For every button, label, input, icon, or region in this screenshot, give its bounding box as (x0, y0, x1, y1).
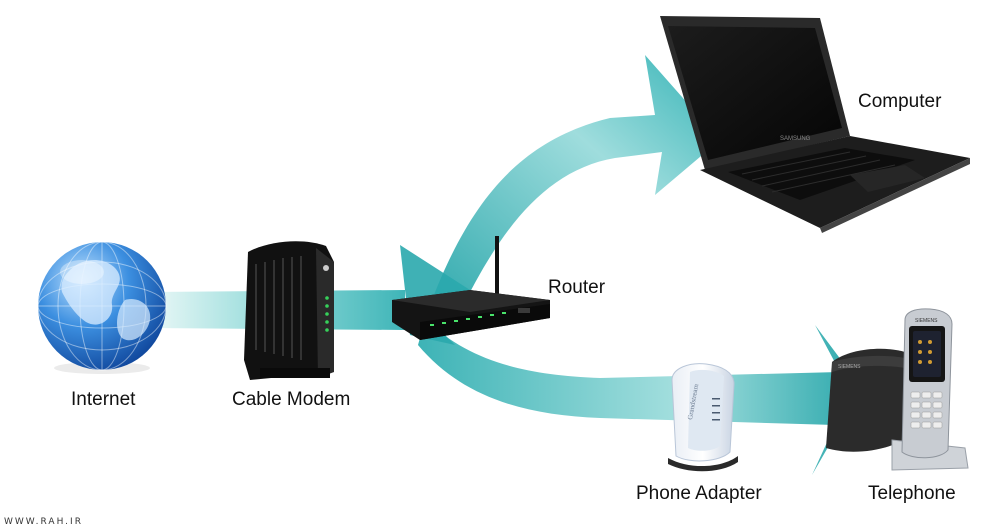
label-internet: Internet (71, 389, 136, 410)
telephone-base-brand: SIEMENS (838, 364, 861, 370)
connection-router-computer (430, 55, 720, 312)
label-phone-adapter: Phone Adapter (636, 483, 762, 504)
cordless-phone-icon: SIEMENS SIEMENS (826, 308, 969, 471)
handset-brand: SIEMENS (915, 318, 938, 324)
cable-modem-icon (244, 241, 334, 380)
label-computer: Computer (858, 91, 942, 112)
connection-router-telephone (418, 320, 862, 475)
laptop-brand: SAMSUNG (780, 136, 811, 142)
laptop-icon: SAMSUNG (660, 16, 970, 233)
router-icon (392, 236, 550, 340)
label-telephone: Telephone (868, 483, 956, 504)
label-cable-modem: Cable Modem (232, 389, 351, 410)
globe-icon (37, 241, 167, 374)
phone-adapter-icon: Grandstream (668, 363, 738, 472)
label-router: Router (548, 277, 606, 298)
watermark: WWW.RAH.IR (4, 517, 83, 527)
